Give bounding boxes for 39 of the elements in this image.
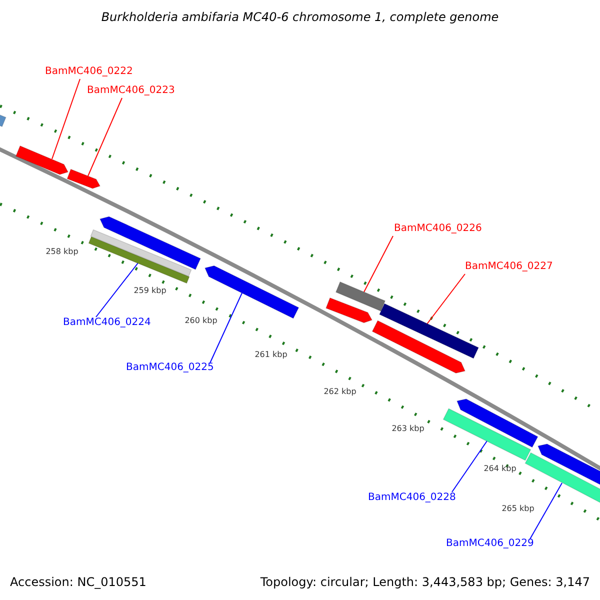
leader-line — [530, 482, 562, 540]
leader-line — [426, 274, 466, 324]
gene-label: BamMC406_0225 — [126, 362, 214, 374]
gene-bar — [442, 408, 532, 461]
leader-line — [210, 292, 242, 364]
gene-bar — [372, 320, 466, 374]
leader-line — [452, 440, 488, 492]
title: Burkholderia ambifaria MC40-6 chromosome 1, complete genome — [100, 10, 500, 24]
gene-bar — [378, 303, 480, 359]
leader-line — [364, 236, 394, 292]
scale-label: 262 kbp — [322, 387, 358, 397]
footer-text: Topology: circular; Length: 3,443,583 bp; Genes: 3,147 — [260, 575, 590, 590]
gene-label: BamMC406_0224 — [63, 317, 151, 329]
gene-bar — [456, 398, 538, 448]
scale-label: 265 kbp — [500, 504, 536, 514]
gene-bar — [335, 281, 386, 312]
scale-label: 264 kbp — [482, 464, 518, 474]
gene-label: BamMC406_0228 — [368, 492, 456, 504]
gene-bar — [90, 229, 192, 277]
leader-line — [88, 98, 122, 176]
footer-text: Accession: NC_010551 — [10, 575, 146, 590]
gene-label: BamMC406_0223 — [87, 85, 175, 97]
gene-bar — [66, 168, 101, 189]
scale-label: 261 kbp — [254, 350, 288, 360]
gene-label: BamMC406_0222 — [45, 66, 133, 78]
gene-label: BamMC406_0226 — [394, 223, 482, 235]
gene-bar — [0, 112, 6, 128]
gene-bar — [88, 236, 190, 284]
leader-line — [52, 78, 80, 160]
gene-bar — [99, 216, 202, 270]
scale-label: 260 kbp — [184, 316, 218, 326]
gene-label: BamMC406_0229 — [446, 538, 534, 550]
gene-bar — [15, 145, 69, 175]
leader-line — [96, 262, 138, 318]
scale-label: 259 kbp — [132, 286, 168, 296]
gene-label: BamMC406_0227 — [465, 261, 553, 273]
scale-label: 258 kbp — [44, 247, 80, 257]
gene-bar — [325, 297, 373, 324]
scale-label: 263 kbp — [390, 424, 426, 434]
